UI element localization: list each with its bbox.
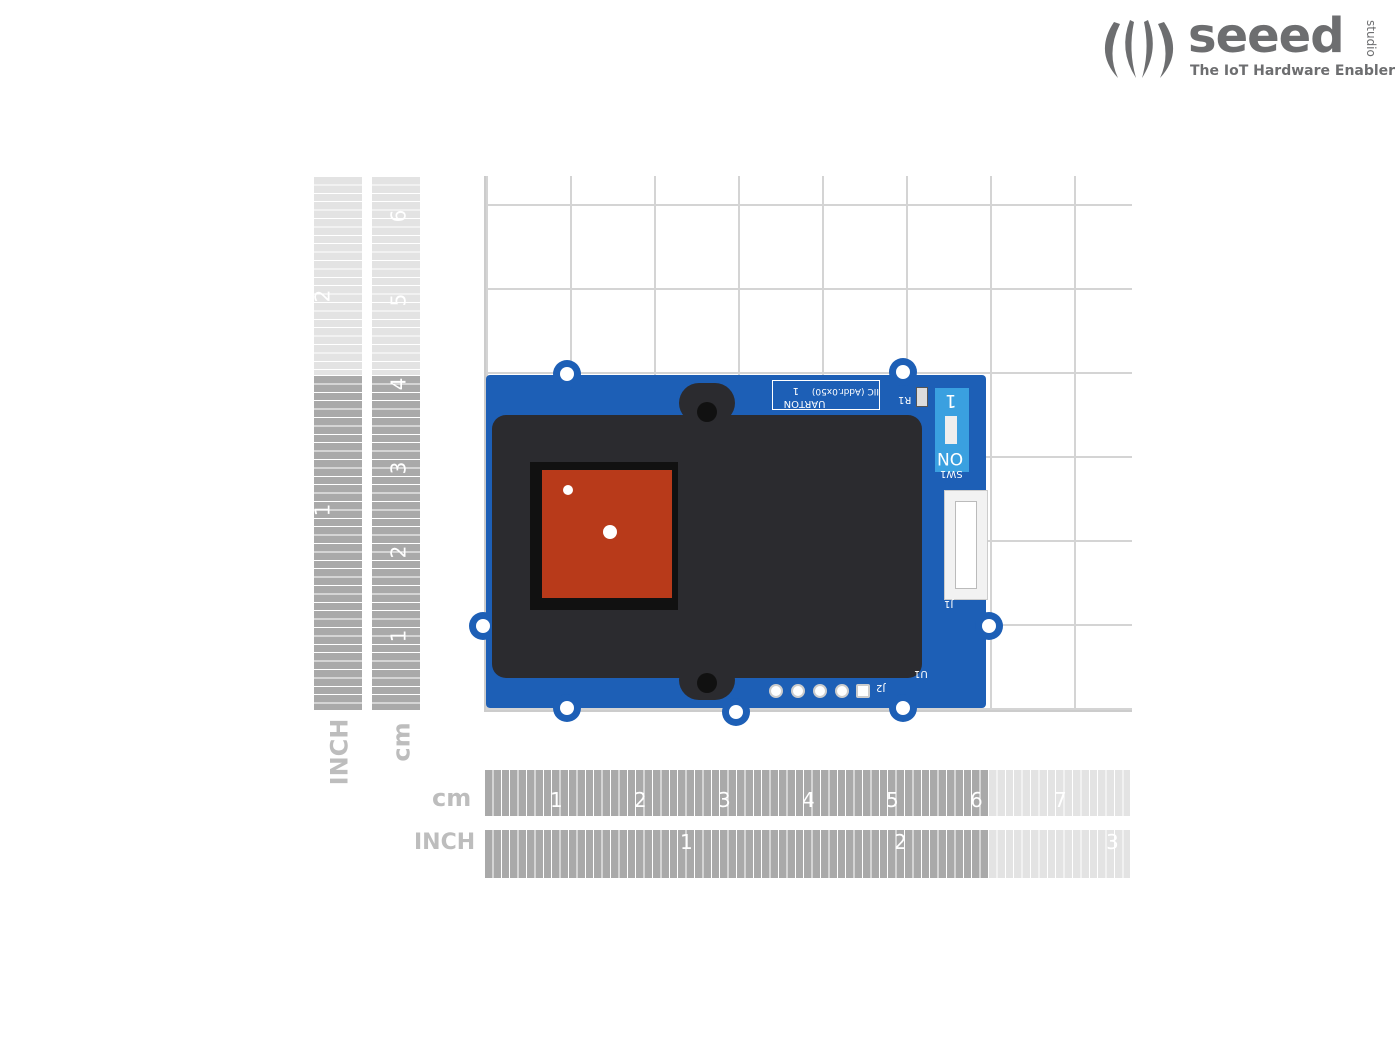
silk-on: ON	[783, 398, 799, 409]
v-cm-label: 5	[386, 293, 411, 307]
v-inch-label: 1	[310, 503, 335, 517]
h-cm-label: 6	[970, 788, 983, 812]
v-cm-label: 2	[386, 545, 411, 559]
switch-label-on: ON	[937, 448, 964, 468]
seeed-logo-icon	[1104, 20, 1174, 78]
silk-uart: UART	[799, 398, 826, 409]
vertical-inch-ruler-light	[314, 176, 362, 375]
h-cm-label: 4	[802, 788, 815, 812]
vertical-cm-ruler-light	[372, 176, 420, 375]
h-cm-label: 5	[886, 788, 899, 812]
dip-switch[interactable]: 1 ON	[935, 388, 969, 472]
switch-label-1: 1	[945, 390, 957, 411]
brand-name: seeed	[1188, 8, 1345, 64]
v-inch-label: 2	[310, 289, 335, 303]
v-cm-label: 4	[386, 377, 411, 391]
mount-hole	[553, 360, 581, 388]
header-pin	[769, 684, 783, 698]
header-pin	[791, 684, 805, 698]
housing-screw-hole	[697, 402, 717, 422]
v-cm-label: 3	[386, 461, 411, 475]
horizontal-inch-ruler	[484, 830, 988, 878]
mount-hole	[889, 694, 917, 722]
v-cm-unit: cm	[387, 722, 416, 762]
header-pin	[835, 684, 849, 698]
switch-knob[interactable]	[945, 416, 957, 444]
h-cm-unit: cm	[432, 784, 472, 812]
silk-sw1: SW1	[940, 468, 963, 479]
silk-u1: U1	[914, 668, 928, 679]
mount-hole	[722, 698, 750, 726]
v-cm-label: 1	[386, 629, 411, 643]
mount-hole	[889, 358, 917, 386]
h-inch-unit: INCH	[414, 830, 476, 855]
mount-hole	[553, 694, 581, 722]
housing-screw-hole	[697, 673, 717, 693]
h-inch-label: 1	[680, 830, 693, 854]
grove-connector[interactable]	[944, 490, 988, 600]
header-pin	[813, 684, 827, 698]
horizontal-cm-ruler	[484, 770, 988, 816]
resistor	[916, 387, 928, 407]
h-inch-label: 2	[894, 830, 907, 854]
vertical-inch-ruler	[314, 375, 362, 710]
silk-j2: J2	[876, 682, 886, 693]
silk-r1: R1	[898, 394, 912, 405]
silk-1: 1	[792, 385, 799, 396]
brand-sub: studio	[1364, 20, 1378, 57]
vertical-cm-ruler	[372, 375, 420, 710]
sensor-dot	[563, 485, 573, 495]
v-inch-unit: INCH	[325, 718, 354, 786]
silk-j1: J1	[944, 598, 954, 609]
h-cm-label: 7	[1054, 788, 1067, 812]
sensor-dot	[603, 525, 617, 539]
v-cm-label: 6	[386, 209, 411, 223]
silkscreen-table: ON UART 1 IIC (Addr.0x50)	[772, 380, 880, 410]
brand-tagline: The IoT Hardware Enabler	[1190, 63, 1396, 79]
mount-hole	[975, 612, 1003, 640]
horizontal-cm-ruler-light	[988, 770, 1130, 816]
h-cm-label: 2	[634, 788, 647, 812]
h-cm-label: 1	[550, 788, 563, 812]
header-pin	[856, 684, 870, 698]
h-inch-label: 3	[1106, 830, 1119, 854]
h-cm-label: 3	[718, 788, 731, 812]
silk-iic: IIC (Addr.0x50)	[811, 386, 879, 396]
horizontal-inch-ruler-light	[988, 830, 1130, 878]
